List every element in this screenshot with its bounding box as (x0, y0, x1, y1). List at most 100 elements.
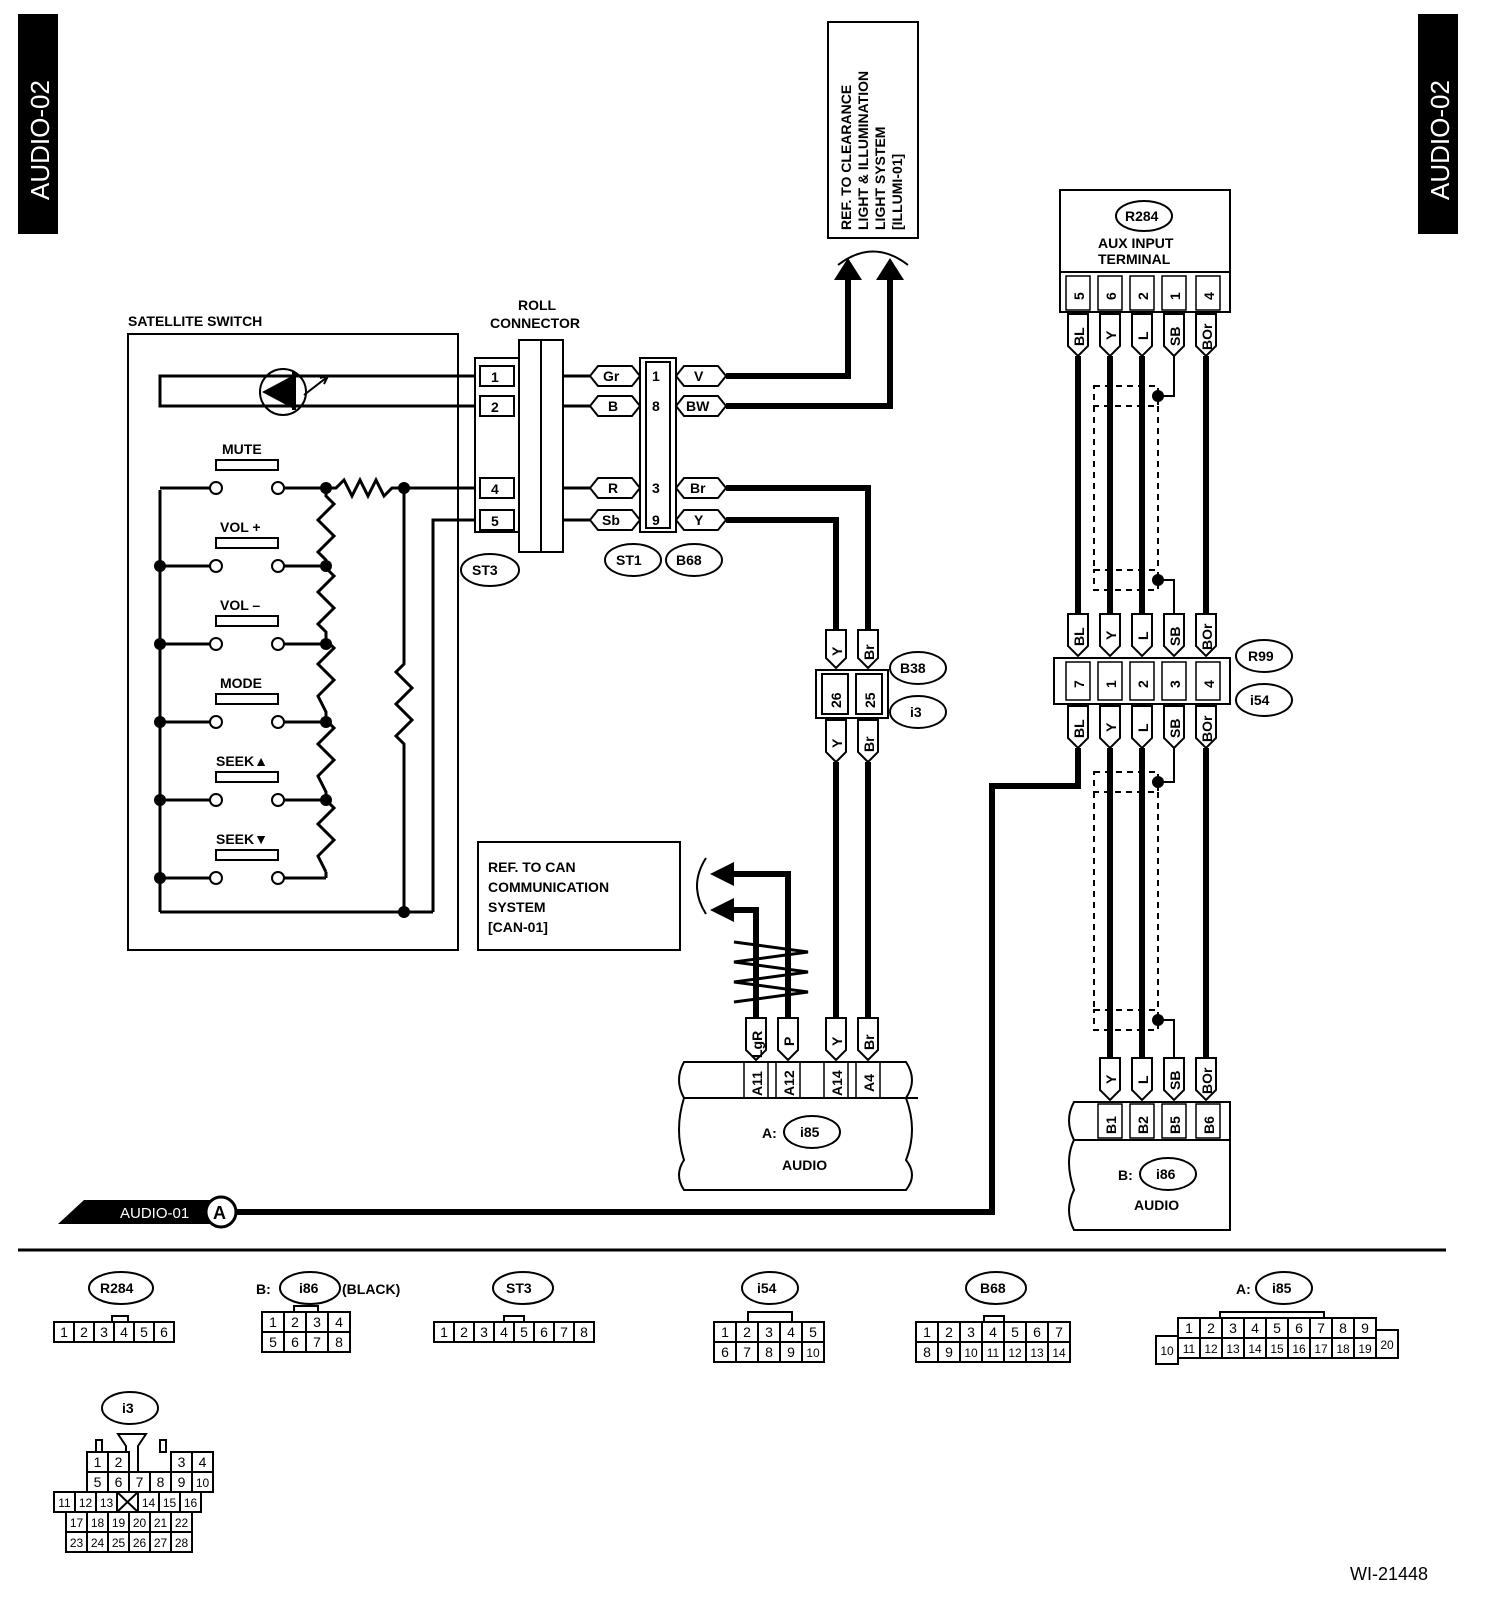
aux-wire-bor: BOr (1199, 323, 1215, 350)
legend-pin-number: 11 (1183, 1342, 1196, 1356)
ref-can-line4: [CAN-01] (488, 919, 548, 935)
audio-a-label: AUDIO (782, 1157, 827, 1173)
legend-pin-cell (1047, 1341, 1071, 1363)
legend-pin-number: 7 (1055, 1324, 1063, 1340)
st1-pin-1: 1 (652, 368, 660, 384)
i54-bottom-bor: BOr (1199, 715, 1215, 742)
legend-st3-id: ST3 (506, 1280, 532, 1296)
legend-pin-number: 10 (1160, 1344, 1174, 1358)
legend-pin-number: 5 (1011, 1324, 1019, 1340)
legend-pin-number: 7 (743, 1344, 751, 1360)
ref-can-line1: REF. TO CAN (488, 859, 576, 875)
aux-input-terminal: R284 AUX INPUT TERMINAL 5 6 2 1 4 BL Y L… (1059, 189, 1231, 358)
satellite-switch: SATELLITE SWITCH MUTE VOL + (127, 313, 475, 951)
roll-pin-4: 4 (491, 481, 499, 497)
aux-id: R284 (1125, 208, 1159, 224)
b38-i3-connector: Y Br 26 25 Y Br B38 i3 (726, 485, 947, 1018)
audio-a-id: i85 (800, 1124, 820, 1140)
legend-pin-number: 2 (115, 1454, 123, 1470)
audio-a-pin-a4: A4 (861, 1074, 877, 1092)
legend-pin-number: 11 (987, 1346, 1000, 1360)
legend-pin-number: 3 (480, 1324, 488, 1340)
b68-id: B68 (676, 552, 702, 568)
b38-pin-26: 26 (828, 692, 844, 708)
aux-wire-bl: BL (1071, 327, 1087, 346)
audio-b-pin-b1: B1 (1103, 1116, 1119, 1134)
switch-mode: MODE (154, 675, 332, 729)
switch-label-mute: MUTE (222, 441, 262, 457)
wire-gr: Gr (603, 368, 620, 384)
connector-key (747, 1311, 793, 1323)
aux-pin-4: 4 (1201, 292, 1217, 300)
legend-pin-number: 10 (806, 1346, 820, 1360)
legend-pin-number: 20 (1380, 1338, 1394, 1352)
legend-pin-number: 2 (460, 1324, 468, 1340)
audio-b-wire-y: Y (1103, 1074, 1119, 1084)
switch-vol-down: VOL – (154, 597, 332, 651)
legend-pin-number: 3 (967, 1324, 975, 1340)
legend-i85-prefix: A: (1236, 1281, 1251, 1297)
r99-top-bor: BOr (1199, 623, 1215, 650)
switch-label-mode: MODE (220, 675, 262, 691)
r99-pin-1: 1 (1103, 680, 1119, 688)
legend-pin-number: 3 (178, 1454, 186, 1470)
legend-pin-number: 6 (1033, 1324, 1041, 1340)
ref-can-line3: SYSTEM (488, 899, 546, 915)
lower-harness (236, 748, 1209, 1215)
aux-harness (1075, 356, 1209, 614)
i54-bottom-l: L (1135, 723, 1151, 732)
legend-pin-number: 6 (115, 1474, 123, 1490)
audio-a-wire-br: Br (861, 1034, 877, 1050)
arrow-up-icon (876, 258, 904, 280)
arrow-left-icon (710, 862, 734, 886)
wire-r: R (608, 480, 618, 496)
roll-pin-5: 5 (491, 513, 499, 529)
audio-a-wire-p: P (781, 1037, 797, 1046)
audio01-label: AUDIO-01 (120, 1205, 189, 1222)
legend-pin-number: 17 (70, 1516, 84, 1530)
legend-pin-number: 3 (100, 1324, 108, 1340)
r99-top-l: L (1135, 631, 1151, 640)
legend-pin-number: 1 (269, 1314, 277, 1330)
legend-b68-id: B68 (980, 1280, 1006, 1296)
legend-pin-number: 2 (291, 1314, 299, 1330)
legend-pin-number: 1 (721, 1324, 729, 1340)
legend-pin-number: 6 (160, 1324, 168, 1340)
r99-top-y: Y (1103, 630, 1119, 640)
legend-pin-number: 9 (945, 1344, 953, 1360)
legend-r284-id: R284 (100, 1280, 134, 1296)
legend-pin-number: 4 (1251, 1320, 1259, 1336)
legend-pin-number: 8 (923, 1344, 931, 1360)
ref-illum-line1: REF. TO CLEARANCE (838, 85, 854, 230)
switch-seek-up: SEEK▲ (154, 753, 332, 807)
legend-pin-number: 3 (765, 1324, 773, 1340)
legend-pin-number: 19 (1358, 1342, 1372, 1356)
legend-pin-number: 4 (335, 1314, 343, 1330)
audio-b-wire-l: L (1135, 1075, 1151, 1084)
b38-top-y: Y (829, 646, 845, 656)
switch-seek-down: SEEK▼ (154, 831, 328, 885)
legend-pin-number: 20 (133, 1516, 147, 1530)
i3-id: i3 (910, 704, 922, 720)
r99-pin-2: 2 (1135, 680, 1151, 688)
audio-a-pin-a11: A11 (749, 1071, 765, 1096)
audio-a-prefix: A: (762, 1125, 777, 1141)
r99-id: R99 (1248, 648, 1274, 664)
audio-b-pin-b2: B2 (1135, 1116, 1151, 1134)
legend-pin-number: 5 (269, 1334, 277, 1350)
audio-b-wire-bor: BOr (1199, 1067, 1215, 1094)
legend-i3-id: i3 (122, 1400, 134, 1416)
legend-pin-number: 4 (500, 1324, 508, 1340)
ref-can-line2: COMMUNICATION (488, 879, 609, 895)
ref-arc (837, 250, 909, 266)
audio-a-pin-a14: A14 (829, 1070, 845, 1096)
legend-pin-number: 28 (175, 1536, 189, 1550)
code-tab-left: AUDIO-02 (18, 14, 58, 234)
legend-pin-number: 1 (1185, 1320, 1193, 1336)
legend-i86-id: i86 (299, 1280, 319, 1296)
legend-pin-number: 27 (154, 1536, 168, 1550)
aux-pin-5: 5 (1071, 292, 1087, 300)
legend-pin-number: 3 (1229, 1320, 1237, 1336)
